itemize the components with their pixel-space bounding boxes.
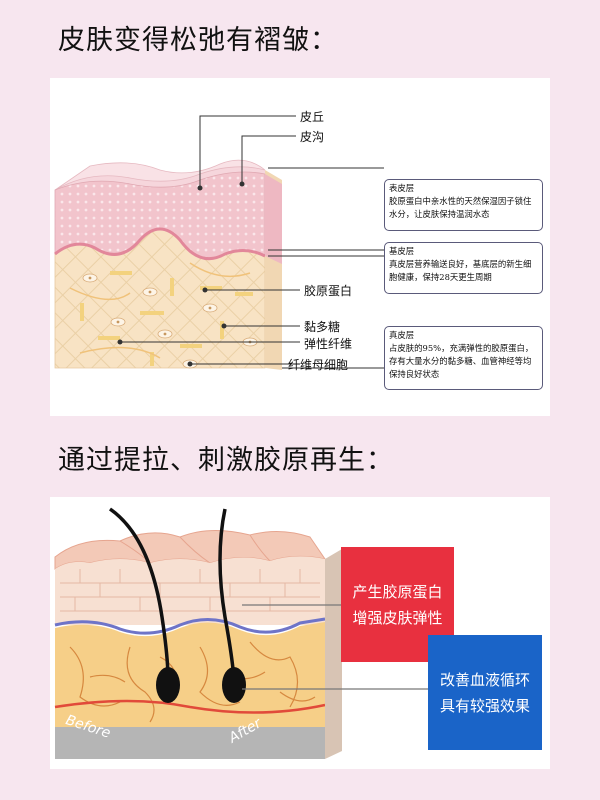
heading-skin-sagging: 皮肤变得松弛有褶皱： [58,25,338,56]
label-collagen: 胶原蛋白 [304,284,353,298]
circulation-benefit-box: 改善血液循环 具有较强效果 [428,635,542,750]
info-box-text: 真皮层营养输送良好，基底层的新生细胞健康，保持28天更生周期 [389,259,532,282]
skin-structure-illustration [54,115,384,370]
benefit-line: 产生胶原蛋白 [352,582,443,601]
info-box-epidermis: 表皮层 胶原蛋白中亲水性的天然保湿因子锁住水分，让皮肤保持温润水态 [384,179,543,231]
before-after-illustration [54,507,428,759]
skin-structure-diagram: 皮丘 皮沟 胶原蛋白 黏多糖 弹性纤维 纤维母细胞 表皮层 胶原蛋白中亲水性的天… [50,78,550,416]
label-mucopolysaccharide: 黏多糖 [304,320,341,334]
label-elastic-fiber: 弹性纤维 [304,337,353,351]
info-box-title: 真皮层 [389,330,415,340]
info-box-title: 表皮层 [389,183,415,193]
label-fibroblast: 纤维母细胞 [288,358,349,372]
label-skin-ridge: 皮丘 [300,110,325,124]
info-box-basal: 基皮层 真皮层营养输送良好，基底层的新生细胞健康，保持28天更生周期 [384,242,543,294]
benefit-line: 具有较强效果 [439,696,530,715]
heading-collagen-regeneration: 通过提拉、刺激胶原再生： [58,445,394,476]
info-box-title: 基皮层 [389,246,415,256]
benefit-line: 改善血液循环 [439,670,530,689]
info-box-text: 胶原蛋白中亲水性的天然保湿因子锁住水分，让皮肤保持温润水态 [389,196,532,219]
info-box-text: 占皮肤的95%，充满弹性的胶原蛋白，存有大量水分的黏多糖、血管神经等均保持良好状… [389,343,534,379]
before-after-diagram: Before After 产生胶原蛋白 增强皮肤弹性 改善血液循环 具有较强效果 [50,497,550,769]
info-box-dermis: 真皮层 占皮肤的95%，充满弹性的胶原蛋白，存有大量水分的黏多糖、血管神经等均保… [384,326,543,390]
benefit-line: 增强皮肤弹性 [352,608,443,627]
label-skin-furrow: 皮沟 [300,130,325,144]
